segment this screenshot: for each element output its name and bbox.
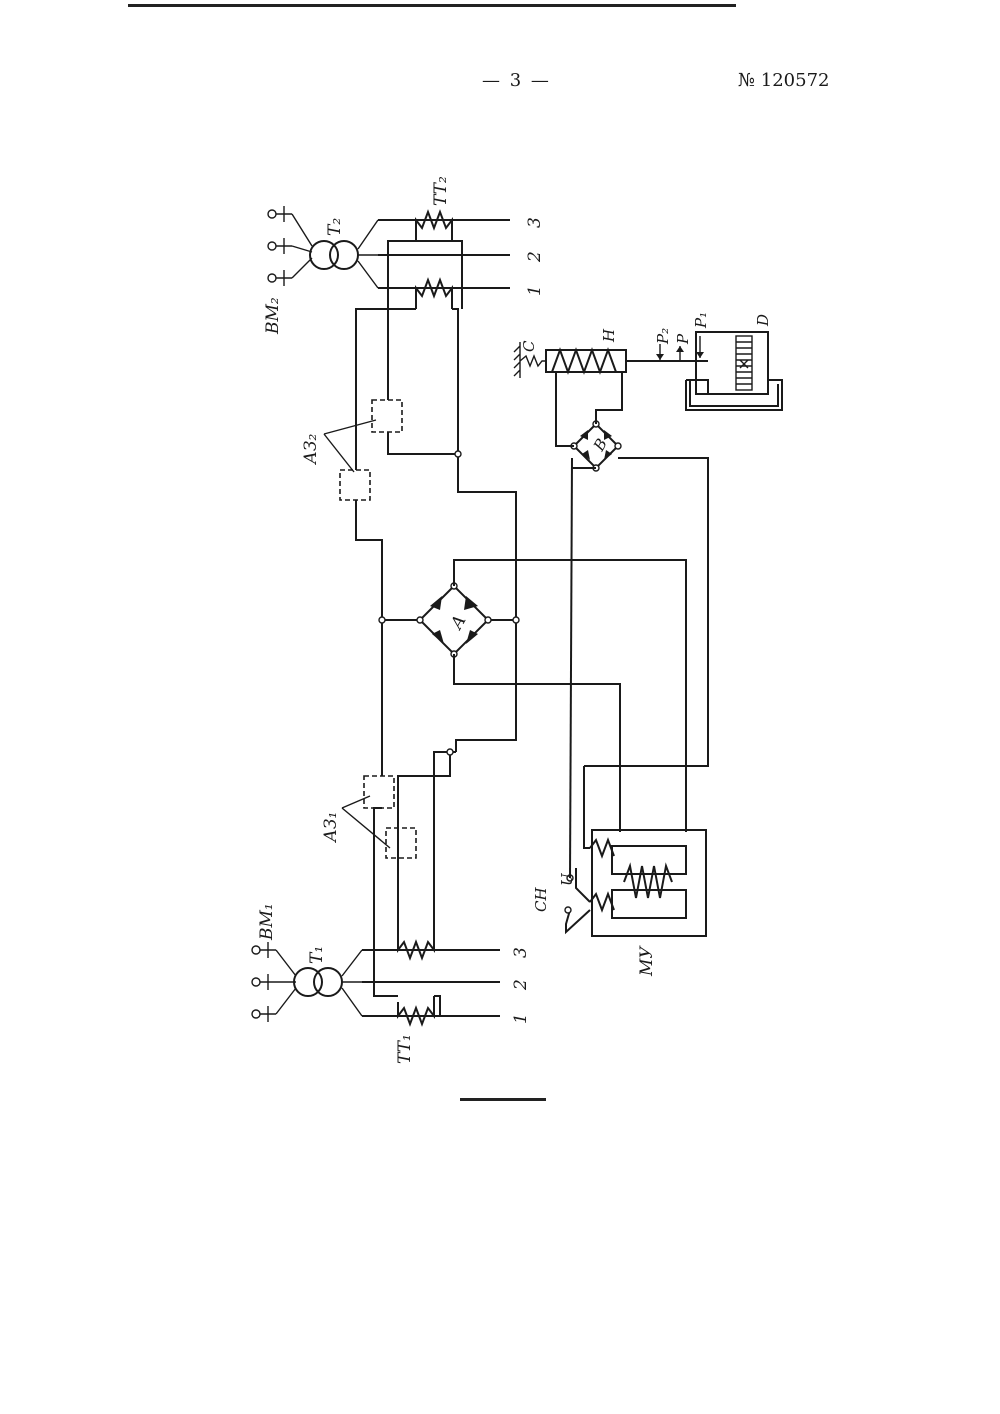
az2-pointer: [324, 420, 376, 472]
label-bus2-top: 2: [525, 251, 545, 263]
label-bus1-top: 1: [525, 285, 545, 296]
current-transformer-tt2: [416, 212, 452, 309]
bottom-rule: [460, 1098, 546, 1101]
label-p1: P₁: [692, 312, 710, 329]
label-bus1-bottom: 1: [511, 1013, 531, 1024]
label-bus2-bottom: 2: [511, 979, 531, 991]
label-tt2: TT₂: [431, 176, 451, 206]
bus-lines-bottom: [362, 950, 500, 1016]
label-bm1: BM₁: [257, 903, 277, 941]
arrow-p2: [656, 354, 664, 360]
az1-pointer: [342, 796, 390, 848]
label-az2: АЗ₂: [301, 434, 321, 465]
label-bm2: BM₂: [263, 297, 283, 335]
bus-lines-top: [378, 220, 510, 288]
label-t2: T₂: [325, 218, 345, 236]
secondary-wiring: [356, 241, 519, 1016]
relay-az1-upper: [364, 776, 394, 808]
arrow-p1: [696, 352, 704, 358]
u-lead: [570, 458, 572, 878]
relay-az2-lower: [340, 470, 370, 500]
breaker-bm2: [268, 206, 312, 286]
rectifier-bridge-a: [417, 560, 686, 832]
label-t1: T₁: [307, 946, 327, 964]
label-bus3-bottom: 3: [511, 947, 531, 958]
label-tt1: TT₁: [395, 1034, 415, 1064]
label-p: P: [674, 333, 692, 345]
label-a: A: [446, 612, 470, 634]
breaker-bm1: [252, 942, 296, 1022]
transformer-t1: [294, 950, 362, 1016]
relay-az2-upper: [372, 400, 402, 432]
label-bus3-top: 3: [525, 217, 545, 228]
rectifier-bridge-b: [556, 372, 622, 471]
label-mu: МУ: [637, 945, 657, 977]
label-c: C: [520, 340, 538, 352]
label-p2: P₂: [654, 328, 672, 345]
terminal-ch: [565, 907, 571, 913]
current-transformer-tt1: [398, 930, 434, 1024]
label-d: D: [754, 314, 772, 327]
arrow-p: [676, 346, 684, 352]
label-ch: CH: [532, 887, 550, 912]
relay-az1-lower: [386, 828, 416, 858]
label-h: H: [600, 328, 618, 343]
label-u: U: [558, 872, 576, 886]
label-az1: АЗ₁: [321, 812, 341, 843]
